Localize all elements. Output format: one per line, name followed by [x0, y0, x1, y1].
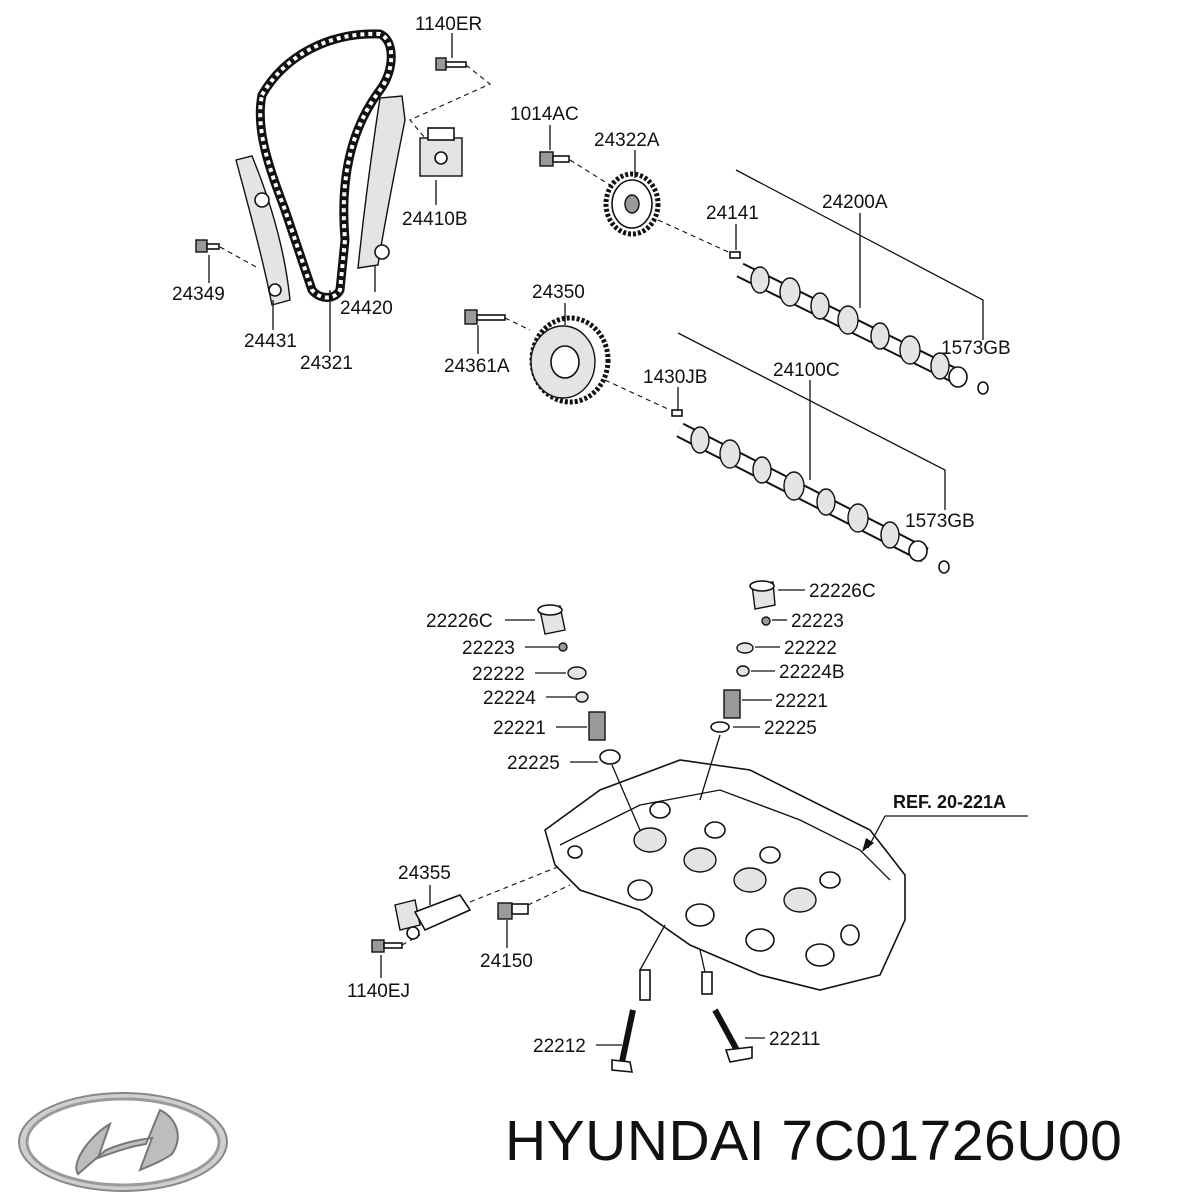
- camshaft-24200A: [736, 262, 968, 388]
- brand-title: HYUNDAI 7C01726U00: [505, 1109, 1123, 1173]
- label-22225-left: 22225: [507, 753, 560, 774]
- tensioner-arm-24420: [357, 95, 406, 269]
- label-24420: 24420: [340, 298, 393, 319]
- label-1140ER: 1140ER: [415, 14, 482, 35]
- label-22226C-left: 22226C: [426, 611, 493, 632]
- label-1430JB: 1430JB: [643, 367, 707, 388]
- label-22212: 22212: [533, 1036, 586, 1057]
- label-24100C: 24100C: [773, 360, 840, 381]
- bolt-1014AC: [539, 151, 570, 167]
- label-24355: 24355: [398, 863, 451, 884]
- camshaft-24100C: [676, 422, 929, 563]
- label-1140EJ: 1140EJ: [347, 981, 410, 1002]
- label-24410B: 24410B: [402, 209, 468, 230]
- bolt-1140EJ: [371, 939, 403, 953]
- tensioner-24410B: [419, 127, 463, 177]
- label-24200A: 24200A: [822, 192, 888, 213]
- label-24322A: 24322A: [594, 130, 660, 151]
- label-1573GB-upper: 1573GB: [941, 338, 1011, 359]
- label-22222-left: 22222: [472, 664, 525, 685]
- plug-1573GB-lower: [938, 560, 950, 574]
- valve-train-left: [537, 604, 621, 765]
- part-labels: 1140ER 1014AC 24322A 24410B 24141 24200A…: [172, 14, 1011, 1057]
- label-24349: 24349: [172, 284, 225, 305]
- label-1573GB-lower: 1573GB: [905, 511, 975, 532]
- bolt-24349: [195, 239, 220, 253]
- label-24141: 24141: [706, 203, 759, 224]
- pin-24141: [729, 251, 741, 259]
- label-24361A: 24361A: [444, 356, 510, 377]
- timing-chain: [255, 29, 396, 302]
- label-22221-left: 22221: [493, 718, 546, 739]
- bolt-24361A: [464, 309, 506, 325]
- cylinder-head: [544, 759, 906, 991]
- pin-1430JB: [671, 409, 683, 417]
- label-22226C-right: 22226C: [809, 581, 876, 602]
- label-22211: 22211: [769, 1029, 820, 1050]
- cam-sprocket-24322A: [603, 171, 661, 237]
- label-22224: 22224: [483, 688, 536, 709]
- label-1014AC: 1014AC: [510, 104, 579, 125]
- bolt-24150: [497, 902, 529, 920]
- leader-lines: [208, 33, 1028, 1046]
- label-24350: 24350: [532, 282, 585, 303]
- chain-guide-24431: [235, 155, 291, 306]
- label-22223-right: 22223: [791, 611, 844, 632]
- reference-label: REF. 20-221A: [893, 792, 1006, 812]
- hyundai-logo-icon: [18, 1092, 228, 1192]
- label-24431: 24431: [244, 331, 297, 352]
- label-22225-right: 22225: [764, 718, 817, 739]
- label-22222-right: 22222: [784, 638, 837, 659]
- exhaust-valve-22212: [611, 969, 651, 1073]
- bolt-1140ER: [435, 57, 467, 71]
- label-22224B: 22224B: [779, 662, 845, 683]
- plug-1573GB-upper: [977, 381, 989, 395]
- label-22221-right: 22221: [775, 691, 828, 712]
- intake-valve-22211: [701, 971, 753, 1063]
- label-24321: 24321: [300, 353, 353, 374]
- valve-train-right: [710, 580, 776, 733]
- label-22223-left: 22223: [462, 638, 515, 659]
- oil-control-valve-24355: [394, 894, 472, 940]
- cvvt-sprocket-24350: [529, 315, 611, 405]
- label-24150: 24150: [480, 951, 533, 972]
